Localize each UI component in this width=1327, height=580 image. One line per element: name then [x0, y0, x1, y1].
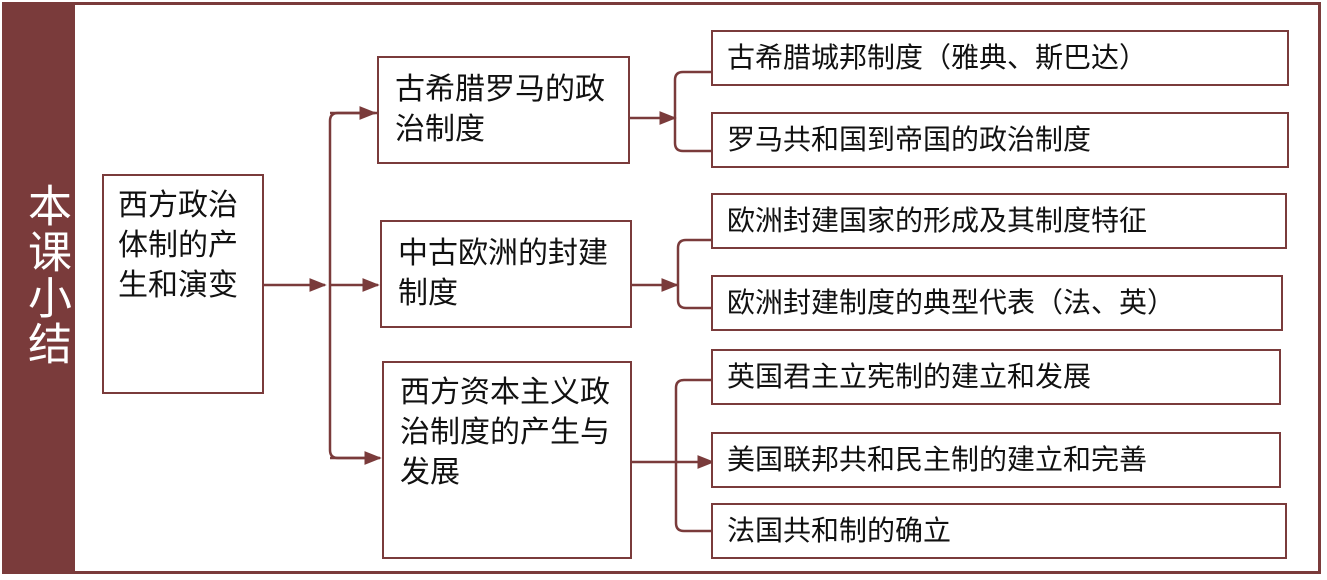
leaf-node-3-1: 英国君主立宪制的建立和发展	[711, 349, 1281, 405]
root-node: 西方政治体制的产生和演变	[102, 174, 264, 394]
branch-label-2: 中古欧洲的封建制度	[398, 236, 608, 311]
leaf-bracket-3	[674, 378, 711, 533]
leaf-label-3-1: 英国君主立宪制的建立和发展	[727, 360, 1092, 393]
leaf-node-2-2: 欧洲封建制度的典型代表（法、英）	[711, 275, 1283, 331]
leaf-label-1-1: 古希腊城邦制度（雅典、斯巴达）	[727, 41, 1148, 74]
leaf-node-3-3: 法国共和制的确立	[711, 503, 1287, 559]
leaf-node-1-1: 古希腊城邦制度（雅典、斯巴达）	[711, 30, 1289, 86]
leaf-node-2-1: 欧洲封建国家的形成及其制度特征	[711, 193, 1287, 249]
leaf-label-2-2: 欧洲封建制度的典型代表（法、英）	[727, 286, 1176, 319]
root-node-label: 西方政治体制的产生和演变	[118, 188, 238, 303]
leaf-label-1-2: 罗马共和国到帝国的政治制度	[727, 123, 1092, 156]
branch-label-1: 古希腊罗马的政治制度	[395, 72, 605, 147]
branch-node-2: 中古欧洲的封建制度	[380, 220, 632, 328]
side-banner: 本课小结	[5, 5, 75, 572]
leaf-label-3-2: 美国联邦共和民主制的建立和完善	[727, 443, 1148, 476]
leaf-label-2-1: 欧洲封建国家的形成及其制度特征	[727, 204, 1148, 237]
leaf-node-3-2: 美国联邦共和民主制的建立和完善	[711, 432, 1281, 488]
leaf-node-1-2: 罗马共和国到帝国的政治制度	[711, 112, 1289, 168]
branch-label-3: 西方资本主义政治制度的产生与发展	[400, 375, 610, 490]
branch-node-1: 古希腊罗马的政治制度	[377, 56, 630, 164]
leaf-label-3-3: 法国共和制的确立	[727, 514, 952, 547]
branch-node-3: 西方资本主义政治制度的产生与发展	[382, 361, 632, 559]
leaf-bracket-1	[673, 70, 711, 153]
lesson-summary-title: 本课小结	[20, 183, 71, 367]
leaf-bracket-2	[676, 238, 711, 310]
